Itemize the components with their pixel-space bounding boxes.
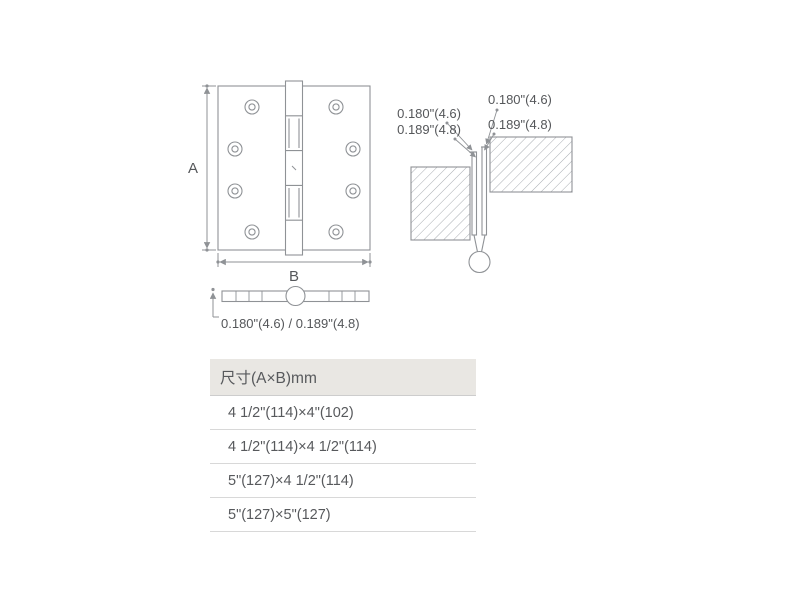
screw-hole-inner	[248, 228, 256, 236]
section-thickness-label: 0.189"(4.8)	[397, 122, 461, 137]
screw-hole-inner	[332, 103, 340, 111]
edge-screw-marks	[235, 291, 356, 302]
dim-b-label: B	[289, 268, 299, 285]
screw-hole-inner	[231, 145, 239, 153]
hinge-section-view: 0.180"(4.6) 0.189"(4.8) 0.180"(4.6) 0.18…	[397, 92, 573, 274]
hinge-front-view	[217, 80, 371, 256]
side-thickness-label: 0.180"(4.6) / 0.189"(4.8)	[221, 316, 360, 331]
dimension-a: A	[188, 84, 216, 252]
size-table-row: 4 1/2"(114)×4"(102)	[210, 396, 476, 430]
screw-hole	[328, 224, 344, 240]
section-thickness-label: 0.189"(4.8)	[488, 117, 552, 132]
size-table-row: 5"(127)×4 1/2"(114)	[210, 464, 476, 498]
size-table-header: 尺寸(A×B)mm	[210, 359, 476, 396]
size-table-row: 4 1/2"(114)×4 1/2"(114)	[210, 430, 476, 464]
screw-hole-inner	[248, 103, 256, 111]
hinge-side-view: 0.180"(4.6) / 0.189"(4.8)	[209, 285, 370, 331]
section-thickness-label: 0.180"(4.6)	[488, 92, 552, 107]
screw-hole	[328, 99, 344, 115]
hinge-drawings: A B	[188, 80, 573, 331]
screw-holes-left	[227, 99, 260, 240]
screw-hole-inner	[231, 187, 239, 195]
hinge-pin-section	[468, 250, 491, 274]
screw-hole	[345, 183, 361, 199]
thickness-leader	[209, 287, 219, 318]
dimension-b: B	[216, 253, 372, 285]
size-table-row: 5"(127)×5"(127)	[210, 498, 476, 532]
hinge-leaves-section	[469, 146, 489, 253]
screw-hole	[227, 141, 243, 157]
frame-section-hatch	[489, 136, 573, 193]
screw-hole	[345, 141, 361, 157]
size-table: 尺寸(A×B)mm 4 1/2"(114)×4"(102) 4 1/2"(114…	[210, 359, 476, 532]
dim-a-label: A	[188, 160, 198, 177]
screw-hole-inner	[332, 228, 340, 236]
door-section-hatch	[410, 166, 471, 241]
screw-hole	[227, 183, 243, 199]
screw-hole-inner	[349, 145, 357, 153]
screw-holes-right	[328, 99, 361, 240]
hinge-barrel	[284, 80, 304, 256]
hinge-knuckle-edge	[285, 285, 306, 307]
screw-hole	[244, 224, 260, 240]
section-leaders	[445, 108, 499, 158]
screw-hole	[244, 99, 260, 115]
screw-hole-inner	[349, 187, 357, 195]
section-thickness-label: 0.180"(4.6)	[397, 106, 461, 121]
